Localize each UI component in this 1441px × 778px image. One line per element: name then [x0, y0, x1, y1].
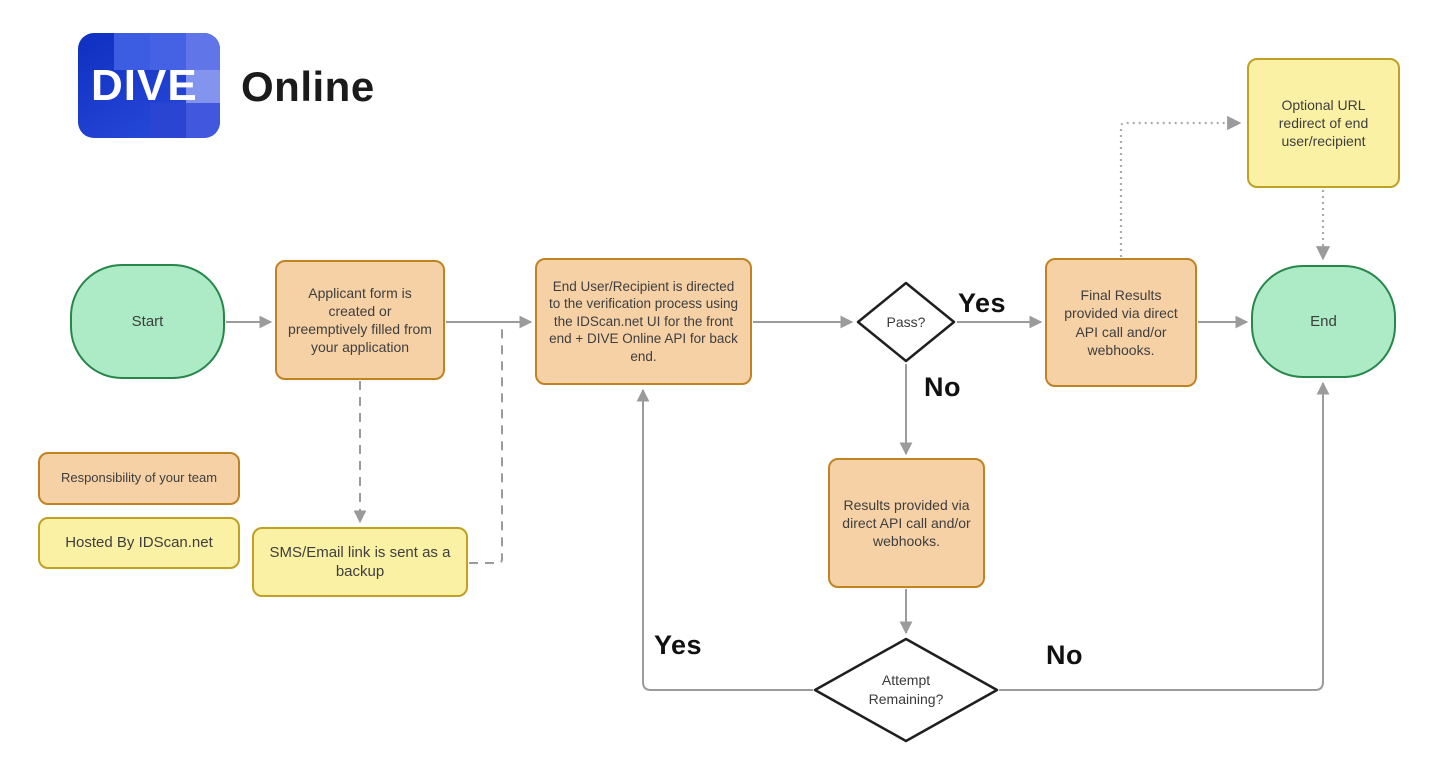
logo-mosaic-cell — [186, 103, 220, 138]
logo-mosaic-cell — [186, 70, 220, 103]
logo-product-text: Online — [241, 63, 375, 110]
edge-label-pass-no: No — [924, 372, 961, 402]
logo-mosaic-cell — [150, 33, 186, 70]
edge-label-attempt-no: No — [1046, 640, 1083, 670]
node-pass-decision-label: Pass? — [886, 313, 926, 330]
node-results: Results provided via direct API call and… — [828, 458, 985, 588]
node-attempt-decision: Attempt Remaining? — [813, 637, 999, 743]
logo-mosaic-cell — [114, 33, 150, 70]
node-end-label: End — [1310, 312, 1337, 330]
node-final-results-label: Final Results provided via direct API ca… — [1064, 287, 1178, 358]
legend-your-team: Responsibility of your team — [38, 452, 240, 505]
edge-attempt-yes-to-verification — [636, 388, 813, 691]
edge-sms-to-verification-dashed — [469, 324, 503, 564]
logo-mosaic-cell — [150, 103, 186, 138]
node-results-label: Results provided via direct API call and… — [842, 496, 971, 550]
node-verification: End User/Recipient is directed to the ve… — [535, 258, 752, 385]
legend-idscan: Hosted By IDScan.net — [38, 517, 240, 569]
node-verification-label: End User/Recipient is directed to the ve… — [548, 278, 739, 364]
dive-logo: DIVE — [78, 33, 220, 138]
diamond-shape — [813, 637, 999, 743]
node-start: Start — [70, 264, 225, 379]
node-applicant-form: Applicant form is created or preemptivel… — [275, 260, 445, 380]
node-end: End — [1251, 265, 1396, 378]
diamond-shape — [856, 281, 956, 363]
node-url-redirect-label: Optional URL redirect of end user/recipi… — [1278, 96, 1369, 150]
edge-attempt-no-to-end — [999, 381, 1330, 691]
edge-label-pass-yes: Yes — [958, 288, 1007, 318]
edge-label-attempt-yes: Yes — [654, 630, 703, 660]
node-sms-backup: SMS/Email link is sent as a backup — [252, 527, 468, 597]
legend-your-team-label: Responsibility of your team — [60, 470, 218, 486]
node-start-label: Start — [131, 312, 164, 330]
logo-brand-text: DIVE — [91, 60, 198, 110]
edge-final-to-redirect-dotted — [1119, 115, 1242, 257]
node-pass-decision: Pass? — [856, 281, 956, 363]
node-sms-backup-label: SMS/Email link is sent as a backup — [269, 543, 451, 581]
logo-mosaic-cell — [186, 33, 220, 70]
legend-idscan-label: Hosted By IDScan.net — [65, 534, 213, 552]
node-attempt-decision-label: Attempt Remaining? — [868, 672, 944, 707]
node-url-redirect: Optional URL redirect of end user/recipi… — [1247, 58, 1400, 188]
node-applicant-form-label: Applicant form is created or preemptivel… — [288, 284, 432, 356]
node-final-results: Final Results provided via direct API ca… — [1045, 258, 1197, 387]
